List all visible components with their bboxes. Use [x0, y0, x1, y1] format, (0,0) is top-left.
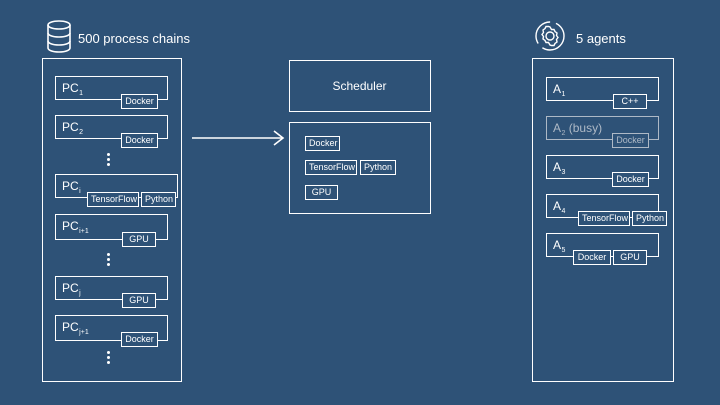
process-chains-header: 500 process chains [46, 20, 246, 54]
requirement-tag: TensorFlow [305, 160, 357, 175]
process-chain-card[interactable]: PC2 [55, 115, 168, 139]
scheduler-title: Scheduler [332, 79, 387, 93]
process-chain-label: PC1 [62, 81, 84, 97]
requirement-tag: Docker [121, 332, 158, 347]
capability-tag: Docker [612, 172, 649, 187]
process-chain-card[interactable]: PCj [55, 276, 168, 300]
requirement-tag: Python [360, 160, 396, 175]
requirement-tag: Docker [121, 133, 158, 148]
agent-label: A3 [553, 160, 566, 176]
capability-tag: Docker [573, 250, 611, 265]
agent-label: A5 [553, 238, 566, 254]
requirement-tag: GPU [305, 185, 338, 200]
agents-panel [532, 58, 674, 382]
agent-card[interactable]: A2 (busy) [546, 116, 659, 140]
process-chains-label: 500 process chains [78, 31, 191, 46]
requirement-tag: Docker [305, 136, 340, 151]
scheduler-queue [289, 122, 431, 214]
process-chain-card[interactable]: PC1 [55, 76, 168, 100]
requirement-tag: GPU [122, 293, 156, 308]
capability-tag: Python [632, 211, 667, 226]
process-chain-label: PC2 [62, 120, 84, 136]
process-chain-label: PCj+1 [62, 320, 89, 336]
agents-label: 5 agents [576, 31, 626, 46]
requirement-tag: Docker [121, 94, 158, 109]
process-chain-card[interactable]: PCi+1 [55, 214, 168, 240]
process-chain-card[interactable]: PCj+1 [55, 315, 168, 341]
ellipsis-icon [107, 153, 111, 168]
requirement-tag: GPU [122, 232, 156, 247]
agent-card[interactable]: A1 [546, 77, 659, 101]
capability-tag: Docker [612, 133, 649, 148]
process-chain-label: PCi [62, 179, 81, 195]
database-icon [47, 20, 71, 53]
agent-card[interactable]: A3 [546, 155, 659, 179]
requirement-tag: Python [141, 192, 176, 207]
requirement-tag: TensorFlow [87, 192, 139, 207]
process-chain-label: PCi+1 [62, 219, 89, 235]
scheduler-box: Scheduler [289, 60, 431, 112]
gear-cycle-icon [535, 21, 565, 51]
capability-tag: TensorFlow [578, 211, 630, 226]
process-chain-label: PCj [62, 281, 81, 297]
ellipsis-icon [107, 253, 111, 268]
agent-label: A2 (busy) [553, 121, 603, 137]
agent-label: A4 [553, 199, 566, 215]
process-chains-panel [42, 58, 182, 382]
capability-tag: GPU [613, 250, 647, 265]
ellipsis-icon [107, 351, 111, 366]
capability-tag: C++ [613, 94, 647, 109]
arrow-icon [192, 130, 285, 146]
agents-header: 5 agents [534, 20, 684, 54]
agent-label: A1 [553, 82, 566, 98]
